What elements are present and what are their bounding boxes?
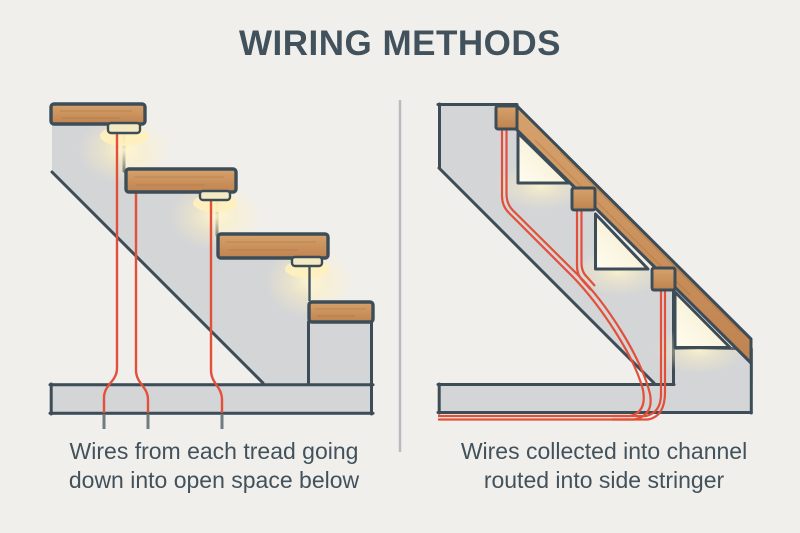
wire-channel-block-3: [650, 266, 677, 292]
left-caption-line-1: Wires from each tread going: [69, 438, 359, 464]
structure-edges: [48, 121, 375, 416]
right-caption-line-2: routed into side stringer: [483, 467, 725, 493]
page-title: WIRING METHODS: [239, 24, 561, 63]
left-caption: Wires from each tread going down into op…: [30, 437, 398, 495]
wire-block3-b: [612, 290, 667, 421]
right-panel-diagram: [436, 102, 753, 421]
floor-slab-shape-right: [438, 383, 752, 414]
tread-light-fixture-2: [198, 189, 232, 202]
stringer-diagonal-edge: [50, 170, 265, 385]
wire-tread-1: [102, 133, 119, 413]
wire-block3-a: [612, 290, 663, 418]
collected-wires: [438, 129, 667, 421]
light-triangle-3: [673, 290, 732, 349]
tread-4: [307, 300, 375, 324]
tread-light-fixture-1: [106, 121, 142, 135]
wire-channel-block-2: [570, 186, 597, 212]
right-caption-line-1: Wires collected into channel: [460, 438, 748, 464]
wire-tread-3: [209, 199, 224, 413]
wire-bundle-a: [438, 129, 645, 418]
wire-channel-block-1: [494, 104, 519, 131]
tread-drop-wires: [102, 133, 224, 413]
wire-block2-b: [580, 210, 596, 287]
treads: [49, 102, 375, 324]
right-caption: Wires collected into channel routed into…: [420, 437, 788, 495]
light-triangle-2: [594, 212, 650, 271]
wire-bundle-b: [438, 129, 652, 421]
tread-wood-grain: [60, 110, 366, 317]
wire-tread-2: [134, 191, 150, 413]
tread-1: [49, 102, 147, 126]
outer-diagonal-edge: [437, 166, 656, 385]
left-panel-diagram: [48, 102, 375, 429]
wire-block2-a: [575, 210, 592, 291]
wire-stubs: [102, 414, 224, 429]
left-caption-line-2: down into open space below: [68, 467, 360, 493]
wire-channel-blocks: [494, 104, 677, 292]
tread-3: [216, 232, 330, 260]
tread-light-fixtures: [106, 121, 324, 268]
glow-halo-1: [78, 116, 170, 184]
tread-light-fixture-3: [290, 255, 324, 268]
floor-slab-shape: [50, 383, 373, 415]
tread-2: [124, 167, 238, 194]
